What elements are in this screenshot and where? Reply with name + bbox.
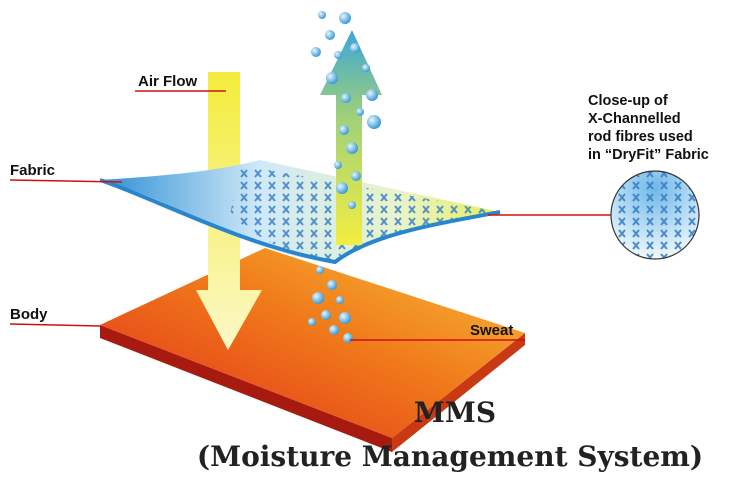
caption-line: Close-up of — [588, 93, 668, 109]
fabric-label: Fabric — [10, 162, 55, 179]
caption-line: in “DryFit” Fabric — [588, 147, 709, 163]
fibre-closeup — [610, 170, 700, 260]
sweat-label: Sweat — [470, 322, 513, 339]
air-flow-label: Air Flow — [138, 73, 197, 90]
vapour-arrow — [320, 30, 382, 245]
caption-line: X-Channelled — [588, 111, 681, 127]
body-leader — [9, 323, 101, 327]
sweat-bubbles — [308, 11, 381, 343]
title: MMS — [414, 396, 496, 429]
fabric-leader — [9, 179, 123, 183]
body-label: Body — [10, 306, 48, 323]
caption-line: rod fibres used — [588, 129, 693, 145]
closeup-caption: Close-up of X-Channelled rod fibres used… — [588, 93, 709, 163]
subtitle: (Moisture Management System) — [197, 440, 703, 473]
fabric-sheet — [99, 160, 501, 265]
